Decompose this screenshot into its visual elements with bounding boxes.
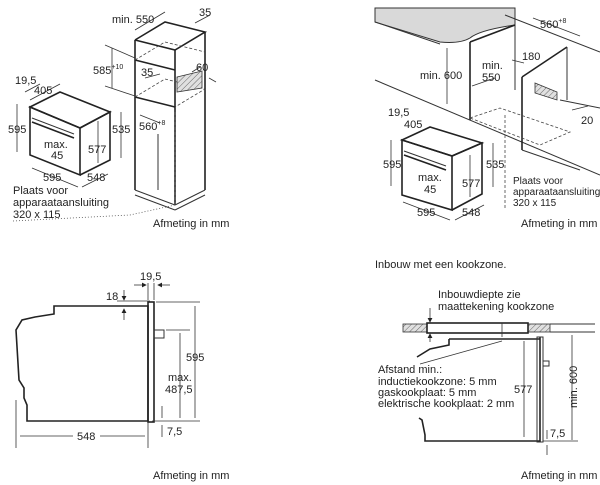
label-595-height: 595 — [383, 159, 401, 171]
section-heading: Inbouw met een kookzone. — [375, 259, 506, 271]
vent-hatch — [534, 82, 558, 101]
label-35-inner: 35 — [141, 67, 153, 79]
label-595-height: 595 — [8, 124, 26, 136]
dim-line-min550 — [134, 11, 166, 31]
tall-cabinet — [134, 21, 208, 211]
worktop-right — [527, 323, 551, 333]
diagram-top-left: min. 550 35 585+10 35 60 560+8 19,5 405 … — [8, 7, 229, 230]
countertop — [374, 7, 516, 43]
label-405: 405 — [404, 119, 422, 131]
label-max-45: 45 — [51, 150, 63, 162]
diagram-bottom-left: 19,5 18 595 max. 487,5 7,5 548 Afmeting … — [15, 271, 229, 482]
label-577: 577 — [514, 384, 532, 396]
label-487-5: 487,5 — [165, 384, 193, 396]
hob — [426, 322, 529, 334]
label-405: 405 — [34, 85, 52, 97]
label-20: 20 — [581, 115, 593, 127]
oven-handle — [153, 329, 165, 339]
label-548: 548 — [462, 207, 480, 219]
depth-note-line1: Inbouwdiepte zie — [438, 289, 521, 301]
worktop-left — [402, 323, 428, 333]
label-577: 577 — [462, 178, 480, 190]
label-548: 548 — [77, 431, 95, 443]
label-548: 548 — [87, 172, 105, 184]
label-535: 535 — [486, 159, 504, 171]
oven-front-panel — [147, 301, 155, 423]
distance-note-line4: elektrische kookplaat: 2 mm — [378, 398, 514, 410]
label-560: 560+8 — [139, 120, 165, 133]
diagram-bottom-right: Inbouw met een kookzone. Inbouwdiepte zi… — [375, 259, 597, 482]
label-7-5: 7,5 — [167, 426, 182, 438]
label-35-top: 35 — [199, 7, 211, 19]
label-max: max. — [418, 172, 442, 184]
footer-unit-note: Afmeting in mm — [153, 470, 229, 482]
label-max: max. — [44, 139, 68, 151]
footer-unit-note: Afmeting in mm — [521, 470, 597, 482]
connection-note-line3: 320 x 115 — [513, 198, 557, 209]
label-min-550: min. 550 — [112, 14, 154, 26]
label-595: 595 — [186, 352, 204, 364]
label-min-600: min. 600 — [568, 366, 580, 408]
label-18: 18 — [106, 291, 118, 303]
diagram-top-right: 560+8 180 min. 600 min. 550 20 19,5 405 … — [374, 7, 600, 230]
distance-note-line3: gaskookplaat: 5 mm — [378, 387, 476, 399]
label-19-5: 19,5 — [388, 107, 409, 119]
depth-note-line2: maattekening kookzone — [438, 301, 554, 313]
label-577: 577 — [88, 144, 106, 156]
connection-note-line1: Plaats voor — [513, 176, 564, 187]
oven-side-profile — [15, 305, 149, 422]
connection-note-line3: 320 x 115 — [13, 209, 61, 221]
label-min: min. — [482, 60, 503, 72]
oven-isometric — [28, 91, 112, 177]
label-19-5: 19,5 — [140, 271, 161, 283]
label-60: 60 — [196, 62, 208, 74]
label-595-width: 595 — [43, 172, 61, 184]
connection-note-line2: apparaataansluiting — [13, 197, 109, 209]
dim-line-35-top — [194, 14, 211, 24]
connection-note-line1: Plaats voor — [13, 185, 68, 197]
distance-note-line1: Afstand min.: — [378, 364, 442, 376]
label-550: 550 — [482, 72, 500, 84]
footer-unit-note: Afmeting in mm — [521, 218, 597, 230]
footer-unit-note: Afmeting in mm — [153, 218, 229, 230]
label-max-45: 45 — [424, 184, 436, 196]
oven-isometric — [399, 126, 485, 212]
label-560: 560+8 — [540, 18, 566, 31]
label-min-600: min. 600 — [420, 70, 462, 82]
label-585: 585+10 — [93, 64, 123, 77]
label-19-5: 19,5 — [15, 75, 36, 87]
label-7-5: 7,5 — [550, 428, 565, 440]
connection-note-line2: apparaataansluiting — [513, 187, 600, 198]
label-535: 535 — [112, 124, 130, 136]
distance-note-line2: inductiekookzone: 5 mm — [378, 376, 497, 388]
label-595-width: 595 — [417, 207, 435, 219]
label-max: max. — [168, 372, 192, 384]
label-180: 180 — [522, 51, 540, 63]
